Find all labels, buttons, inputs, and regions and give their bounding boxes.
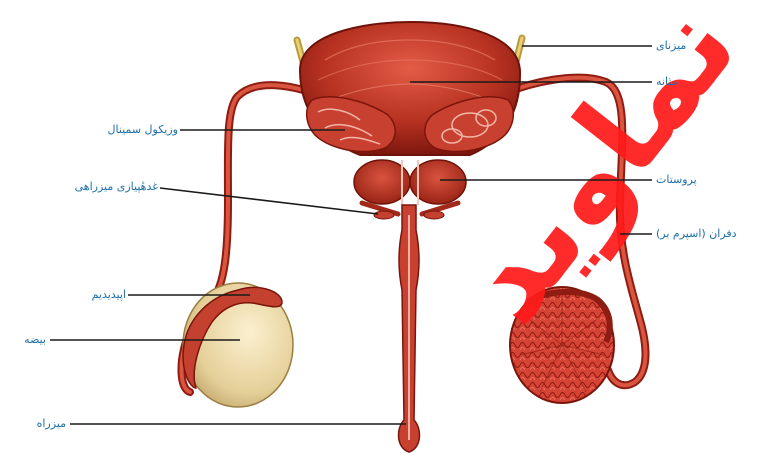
label-bladder: مثانه	[656, 75, 678, 89]
label-ureter: میزنای	[656, 39, 686, 53]
label-testis: بیضه	[24, 333, 46, 347]
leader-bulbourethral	[160, 188, 378, 214]
label-seminal-vesicle: وزیکول سمینال	[108, 123, 179, 137]
label-vas-deferens: دفران (اسپرم بر)	[656, 227, 737, 241]
label-epididymis: اپیدیدیم	[92, 288, 126, 302]
urethra	[399, 205, 420, 452]
label-bulbourethral-gland: غدهٔپیازی میزراهی	[75, 180, 158, 194]
label-urethra: میزراه	[37, 417, 66, 431]
label-prostate: پروستات	[656, 173, 697, 187]
prostate	[354, 160, 466, 205]
